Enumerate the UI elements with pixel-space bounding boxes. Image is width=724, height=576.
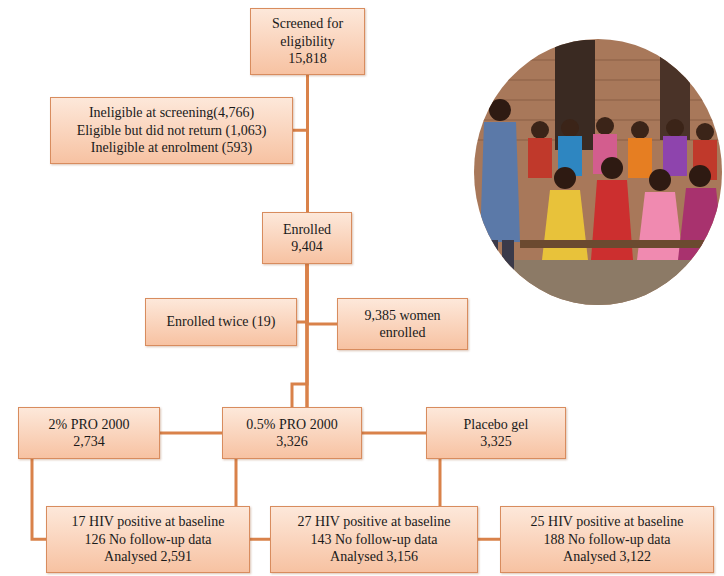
flow-box: 9,385 women enrolled — [337, 298, 468, 350]
box-text: 3,326 — [276, 433, 308, 451]
flow-box: 27 HIV positive at baseline143 No follow… — [270, 506, 478, 573]
connector — [307, 75, 308, 213]
box-text: 0.5% PRO 2000 — [246, 416, 337, 434]
box-text: 188 No follow-up data — [543, 531, 670, 549]
box-text: 27 HIV positive at baseline — [298, 513, 451, 531]
flow-box: 2% PRO 20002,734 — [18, 407, 160, 459]
box-text: 143 No follow-up data — [310, 531, 437, 549]
box-text: 9,404 — [291, 238, 323, 256]
box-text: Screened for eligibility — [259, 15, 356, 50]
flow-box: Enrolled9,404 — [262, 212, 352, 264]
box-text: Ineligible at screening(4,766) — [89, 104, 254, 122]
box-text: 15,818 — [288, 50, 327, 68]
flow-box: 17 HIV positive at baseline126 No follow… — [46, 506, 250, 573]
box-text: Placebo gel — [464, 416, 529, 434]
box-text: 25 HIV positive at baseline — [531, 513, 684, 531]
box-text: Analysed 3,156 — [330, 548, 418, 566]
box-text: Enrolled — [283, 221, 331, 239]
connector — [293, 75, 308, 131]
flow-box: 25 HIV positive at baseline188 No follow… — [500, 506, 714, 573]
flow-box: Enrolled twice (19) — [145, 298, 297, 346]
box-text: Eligible but did not return (1,063) — [77, 122, 267, 140]
box-text: 2,734 — [73, 433, 105, 451]
flow-box: Placebo gel3,325 — [426, 407, 566, 459]
box-text: 3,325 — [480, 433, 512, 451]
box-text: 17 HIV positive at baseline — [72, 513, 225, 531]
box-text: Enrolled twice (19) — [167, 313, 276, 331]
flow-box: 0.5% PRO 20003,326 — [222, 407, 362, 459]
box-text: 126 No follow-up data — [84, 531, 211, 549]
flow-box: Screened for eligibility15,818 — [250, 8, 365, 75]
box-text: 2% PRO 2000 — [49, 416, 130, 434]
connector — [307, 264, 337, 324]
box-text: Analysed 3,122 — [563, 548, 651, 566]
box-text: Ineligible at enrolment (593) — [91, 139, 252, 157]
flow-box: Ineligible at screening(4,766)Eligible b… — [50, 97, 293, 164]
box-text: 9,385 women enrolled — [346, 307, 459, 342]
connector — [32, 459, 46, 539]
box-text: Analysed 2,591 — [104, 548, 192, 566]
